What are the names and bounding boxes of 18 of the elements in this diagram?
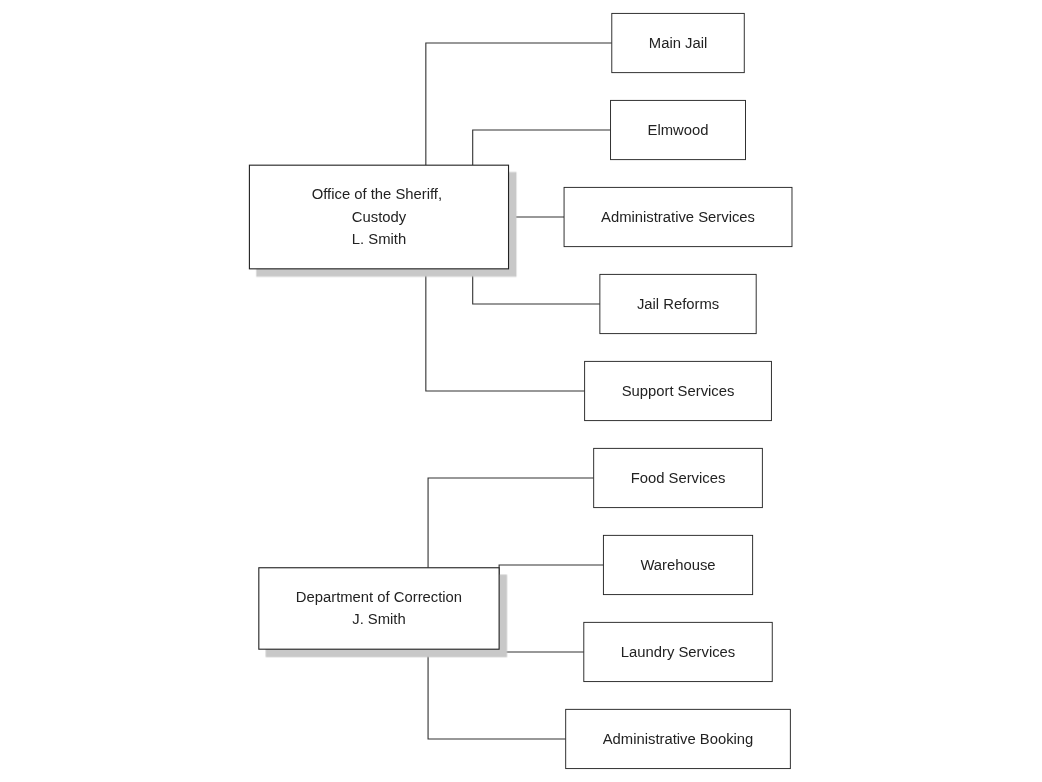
node-box: Laundry Services [583, 621, 773, 683]
connector [425, 42, 613, 166]
node-box: Department of Correction J. Smith [258, 567, 500, 650]
node-box: Office of the Sheriff, Custody L. Smith [249, 164, 510, 270]
connector [427, 477, 595, 569]
connector [425, 268, 586, 392]
connector [472, 268, 601, 305]
node-box: Warehouse [603, 534, 754, 596]
node-box: Support Services [584, 360, 773, 422]
connector [427, 648, 567, 740]
node-box: Elmwood [610, 99, 747, 161]
connector [508, 216, 565, 218]
node-box: Jail Reforms [599, 273, 757, 335]
node-box: Administrative Services [563, 186, 793, 248]
connector [472, 129, 612, 166]
node-box: Main Jail [611, 12, 746, 74]
node-box: Administrative Booking [565, 708, 792, 770]
node-box: Food Services [593, 447, 764, 509]
